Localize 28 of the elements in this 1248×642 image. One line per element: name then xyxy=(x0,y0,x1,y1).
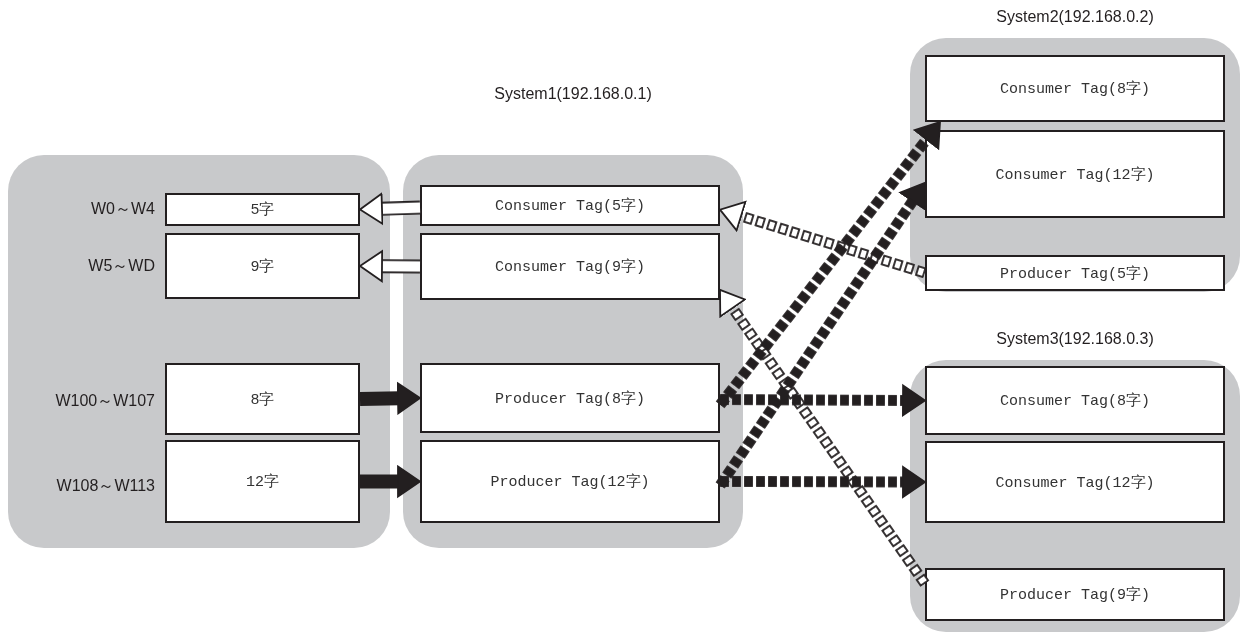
tag-box: 12字 xyxy=(165,440,360,523)
tag-box: Producer Tag(5字) xyxy=(925,255,1225,291)
tag-box: 8字 xyxy=(165,363,360,435)
arrow xyxy=(360,465,421,498)
tag-box: 5字 xyxy=(165,193,360,226)
tag-box: Producer Tag(9字) xyxy=(925,568,1225,621)
tag-box: Consumer Tag(12字) xyxy=(925,441,1225,523)
group-title: System3(192.168.0.3) xyxy=(995,330,1155,348)
address-label: W108～W113 xyxy=(55,476,155,496)
arrow xyxy=(718,200,927,279)
arrow xyxy=(359,192,421,225)
tag-box: Consumer Tag(8字) xyxy=(925,55,1225,122)
group-title: System2(192.168.0.2) xyxy=(995,8,1155,26)
tag-box: Consumer Tag(9字) xyxy=(420,233,720,300)
address-label: W100～W107 xyxy=(54,391,155,411)
tag-box: Producer Tag(8字) xyxy=(420,363,720,433)
group-title: System1(192.168.0.1) xyxy=(493,85,653,103)
arrow xyxy=(359,382,421,415)
arrow xyxy=(719,384,926,417)
tag-box: Producer Tag(12字) xyxy=(420,440,720,523)
arrow xyxy=(359,250,421,283)
tag-box: Consumer Tag(8字) xyxy=(925,366,1225,435)
tag-box: Consumer Tag(5字) xyxy=(420,185,720,226)
address-label: W5～WD xyxy=(87,256,155,276)
address-label: W0～W4 xyxy=(90,199,155,219)
tag-box: Consumer Tag(12字) xyxy=(925,130,1225,218)
tag-box: 9字 xyxy=(165,233,360,299)
arrow xyxy=(720,466,926,498)
